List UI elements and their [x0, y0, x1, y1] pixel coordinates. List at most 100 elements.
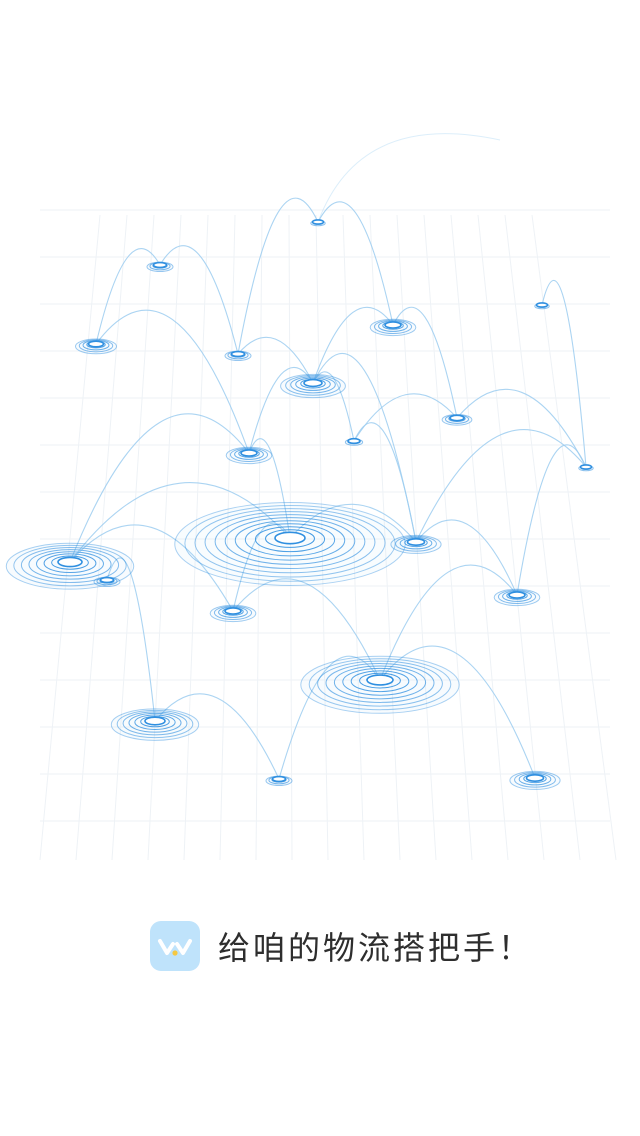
- network-node: [225, 446, 273, 465]
- network-arc: [69, 413, 250, 563]
- node-ring: [308, 658, 452, 711]
- network-nodes: [5, 219, 594, 790]
- network-node: [534, 302, 550, 310]
- brand-row: 给咱的物流搭把手！: [150, 920, 533, 972]
- node-ring: [342, 667, 418, 696]
- node-ring: [395, 535, 437, 552]
- node-center: [347, 437, 361, 445]
- network-arc: [69, 482, 291, 563]
- grid-line: [423, 214, 473, 861]
- network-arc: [248, 438, 291, 539]
- node-center: [525, 773, 545, 783]
- node-ring: [229, 447, 269, 462]
- perspective-grid: [39, 209, 617, 861]
- node-ring: [36, 551, 104, 577]
- grid-line: [255, 214, 263, 861]
- node-ring: [116, 709, 194, 739]
- grid-line: [369, 214, 401, 861]
- node-center: [57, 556, 83, 568]
- node-ring: [20, 547, 120, 583]
- node-ring: [378, 320, 408, 332]
- network-arc: [69, 524, 234, 612]
- node-ring: [43, 553, 97, 574]
- network-arc: [312, 306, 394, 384]
- node-center: [366, 674, 394, 686]
- network-node: [310, 219, 326, 227]
- network-arc: [232, 522, 291, 612]
- node-center: [449, 414, 465, 422]
- network-node: [174, 502, 406, 586]
- grid-line: [477, 214, 545, 861]
- grid-line: [450, 214, 509, 861]
- node-ring: [317, 660, 443, 707]
- node-center: [303, 378, 323, 388]
- node-ring: [359, 672, 401, 689]
- node-center: [144, 716, 166, 726]
- node-ring: [244, 523, 336, 557]
- network-arc: [379, 645, 536, 779]
- node-ring: [213, 605, 253, 620]
- node-ring: [399, 536, 433, 550]
- network-node: [280, 373, 346, 399]
- node-ring: [350, 670, 410, 693]
- network-node: [509, 770, 561, 790]
- node-ring: [234, 520, 346, 561]
- network-arc: [237, 336, 314, 384]
- network-node: [224, 350, 252, 361]
- node-ring: [518, 772, 552, 786]
- network-node: [146, 261, 174, 272]
- network-arc: [541, 279, 587, 468]
- node-center: [535, 302, 549, 308]
- network-node: [110, 708, 200, 741]
- node-center: [99, 576, 115, 584]
- network-arcs: [69, 133, 587, 780]
- node-ring: [285, 375, 341, 396]
- node-ring: [51, 555, 89, 570]
- node-center: [224, 607, 242, 615]
- grid-line: [219, 214, 236, 861]
- network-arc: [237, 197, 319, 355]
- node-ring: [254, 526, 326, 553]
- node-center: [274, 531, 306, 545]
- network-arc: [312, 371, 355, 442]
- node-ring: [28, 549, 112, 580]
- network-node: [578, 464, 594, 472]
- node-ring: [224, 517, 356, 565]
- node-ring: [13, 544, 127, 587]
- node-ring: [295, 377, 331, 391]
- network-node: [300, 655, 460, 714]
- node-ring: [325, 663, 435, 703]
- network-arc: [312, 352, 417, 543]
- node-center: [87, 340, 105, 348]
- node-center: [384, 321, 402, 329]
- network-arc: [95, 248, 161, 345]
- grid-line: [342, 214, 365, 861]
- network-arc: [159, 245, 239, 355]
- network-node: [93, 576, 121, 587]
- node-ring: [265, 529, 315, 548]
- node-center: [271, 775, 287, 783]
- network-node: [344, 437, 364, 446]
- node-center: [508, 591, 526, 599]
- network-node: [265, 775, 293, 786]
- node-ring: [234, 448, 264, 460]
- node-ring: [134, 714, 176, 730]
- network-arc: [95, 309, 250, 454]
- w-logo-glyph: [158, 939, 192, 956]
- node-ring: [122, 711, 188, 736]
- network-arc: [154, 693, 280, 780]
- network-arc: [456, 388, 587, 468]
- network-node: [493, 588, 541, 607]
- node-center: [152, 261, 168, 269]
- node-ring: [497, 589, 537, 604]
- node-ring: [502, 590, 532, 602]
- network-arc: [415, 519, 518, 596]
- node-ring: [373, 319, 413, 334]
- network-node: [209, 604, 257, 623]
- network-node: [369, 318, 417, 337]
- network-node: [74, 338, 118, 355]
- node-ring: [204, 511, 376, 574]
- node-center: [579, 464, 593, 470]
- network-node: [441, 413, 473, 426]
- network-arc: [248, 366, 314, 454]
